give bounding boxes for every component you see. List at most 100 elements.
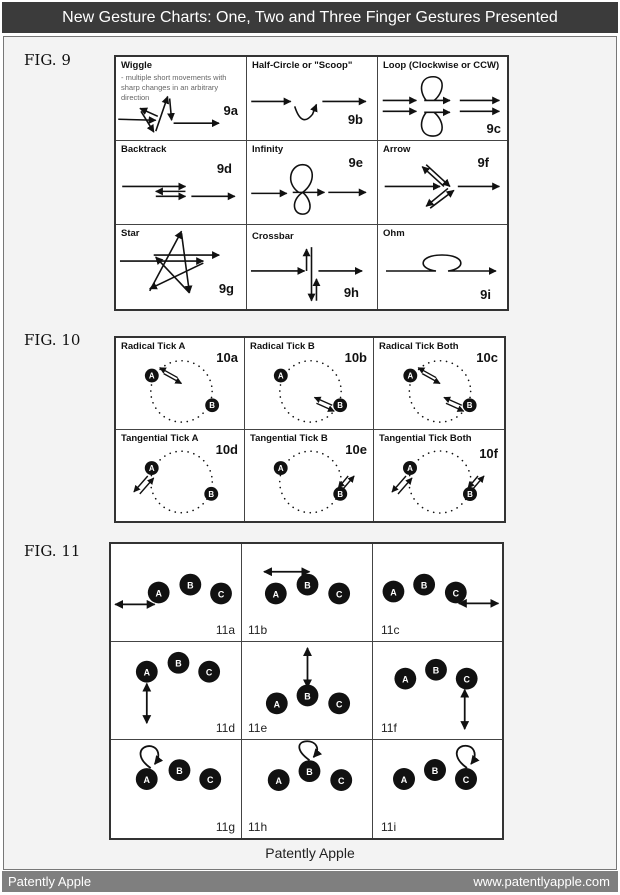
gesture-11a-diagram: A B C: [114, 573, 232, 609]
infinity-diagram: [251, 163, 367, 215]
gesture-11c: 11c A B C: [373, 544, 502, 642]
svg-text:B: B: [208, 490, 214, 499]
svg-text:B: B: [187, 581, 194, 591]
svg-text:A: A: [143, 775, 150, 785]
svg-text:A: A: [401, 775, 408, 785]
gesture-title: Wiggle: [121, 60, 153, 71]
gesture-11f-diagram: A B C: [394, 658, 478, 730]
gesture-backtrack: Backtrack 9d: [116, 141, 247, 225]
star-diagram: [119, 230, 220, 294]
gesture-code: 11c: [381, 623, 400, 637]
gesture-11h-diagram: A B C: [267, 740, 353, 791]
gesture-code: 10f: [479, 446, 498, 461]
page-title: New Gesture Charts: One, Two and Three F…: [2, 2, 618, 33]
svg-text:B: B: [304, 581, 311, 591]
gesture-code: 9a: [223, 103, 238, 118]
gesture-11a: 11a A B C: [111, 544, 242, 642]
tangential-tick-a-diagram: A B: [133, 450, 219, 514]
svg-text:A: A: [155, 588, 162, 598]
svg-text:C: C: [463, 675, 470, 685]
gesture-code: 10e: [345, 442, 367, 457]
gesture-code: 9i: [480, 287, 491, 302]
gesture-title: Half-Circle or "Scoop": [252, 60, 353, 71]
svg-text:A: A: [273, 589, 280, 599]
gesture-11d-diagram: A B C: [135, 651, 221, 725]
radical-tick-b-diagram: A B: [273, 359, 348, 423]
gesture-11b-diagram: A B C: [263, 567, 351, 605]
gesture-11g: 11g A B C: [111, 740, 242, 838]
svg-text:B: B: [337, 401, 343, 410]
footer-brand: Patently Apple: [8, 874, 92, 889]
half-circle-diagram: [251, 97, 367, 121]
gesture-title: Radical Tick A: [121, 341, 186, 352]
loop-diagram: [382, 75, 501, 137]
backtrack-diagram: [122, 182, 236, 201]
gesture-wiggle: Wiggle - multiple short movements with s…: [116, 57, 247, 141]
svg-text:B: B: [432, 766, 439, 776]
gesture-title: Backtrack: [121, 144, 167, 155]
gesture-crossbar: Crossbar 9h: [247, 225, 378, 309]
svg-text:B: B: [176, 766, 183, 776]
ohm-diagram: [386, 254, 497, 275]
svg-text:A: A: [274, 699, 281, 709]
fig9-label: FIG. 9: [24, 51, 71, 69]
svg-text:C: C: [336, 699, 343, 709]
gesture-code: 10d: [215, 442, 238, 457]
svg-text:B: B: [433, 666, 440, 676]
gesture-code: 11e: [248, 721, 268, 735]
fig10-label: FIG. 10: [24, 331, 81, 349]
gesture-title: Arrow: [383, 144, 411, 155]
gesture-infinity: Infinity 9e: [247, 141, 378, 225]
gesture-half-circle: Half-Circle or "Scoop" 9b: [247, 57, 378, 141]
svg-text:A: A: [278, 464, 284, 473]
gesture-code: 11f: [381, 721, 397, 735]
gesture-code: 9h: [343, 285, 359, 300]
svg-text:B: B: [337, 490, 343, 499]
gesture-radical-tick-b: Radical Tick B 10b A B: [245, 338, 374, 430]
gesture-11c-diagram: A B C: [382, 573, 500, 608]
svg-text:A: A: [144, 668, 151, 678]
svg-text:C: C: [207, 775, 214, 785]
svg-text:C: C: [218, 589, 225, 599]
fig10-grid: Radical Tick A 10a A B Radical Tick B 10…: [114, 336, 506, 523]
svg-text:C: C: [338, 776, 345, 786]
gesture-11e-diagram: A B C: [265, 647, 351, 715]
gesture-code: 9f: [477, 155, 489, 170]
arrow-diagram: [384, 164, 501, 209]
svg-text:A: A: [407, 464, 413, 473]
gesture-code: 11d: [215, 721, 235, 735]
gesture-ohm: Ohm 9i: [378, 225, 507, 309]
gesture-code: 11i: [381, 820, 397, 834]
svg-text:C: C: [336, 589, 343, 599]
wiggle-diagram: [118, 95, 220, 133]
gesture-tangential-tick-a: Tangential Tick A 10d A B: [116, 430, 245, 521]
svg-text:C: C: [463, 775, 470, 785]
svg-text:A: A: [278, 372, 284, 381]
gesture-title: Ohm: [383, 228, 405, 239]
footer-url: www.patentlyapple.com: [473, 874, 610, 889]
gesture-tangential-tick-both: Tangential Tick Both 10f A B: [374, 430, 504, 521]
gesture-11g-diagram: A B C: [135, 745, 222, 790]
gesture-title: Tangential Tick A: [121, 433, 199, 444]
gesture-title: Radical Tick B: [250, 341, 315, 352]
gesture-code: 9b: [347, 112, 363, 127]
gesture-title: Tangential Tick Both: [379, 433, 472, 444]
gesture-title: Tangential Tick B: [250, 433, 328, 444]
figure-panel: FIG. 9 Wiggle - multiple short movements…: [3, 36, 617, 870]
svg-text:B: B: [306, 767, 313, 777]
gesture-11i-diagram: A B C: [393, 744, 480, 790]
gesture-code: 11b: [248, 623, 268, 637]
gesture-title: Loop (Clockwise or CCW): [383, 60, 500, 71]
gesture-star: Star 9g: [116, 225, 247, 309]
gesture-11b: 11b A B C: [242, 544, 373, 642]
gesture-11f: 11f A B C: [373, 642, 502, 740]
gesture-11h: 11h A B C: [242, 740, 373, 838]
figure-caption: Patently Apple: [265, 845, 355, 861]
gesture-arrow: Arrow 9f: [378, 141, 507, 225]
svg-text:C: C: [453, 588, 460, 598]
gesture-code: 10b: [344, 350, 367, 365]
svg-text:A: A: [390, 587, 397, 597]
fig9-grid: Wiggle - multiple short movements with s…: [114, 55, 509, 311]
gesture-code: 9d: [216, 161, 232, 176]
gesture-radical-tick-a: Radical Tick A 10a A B: [116, 338, 245, 430]
